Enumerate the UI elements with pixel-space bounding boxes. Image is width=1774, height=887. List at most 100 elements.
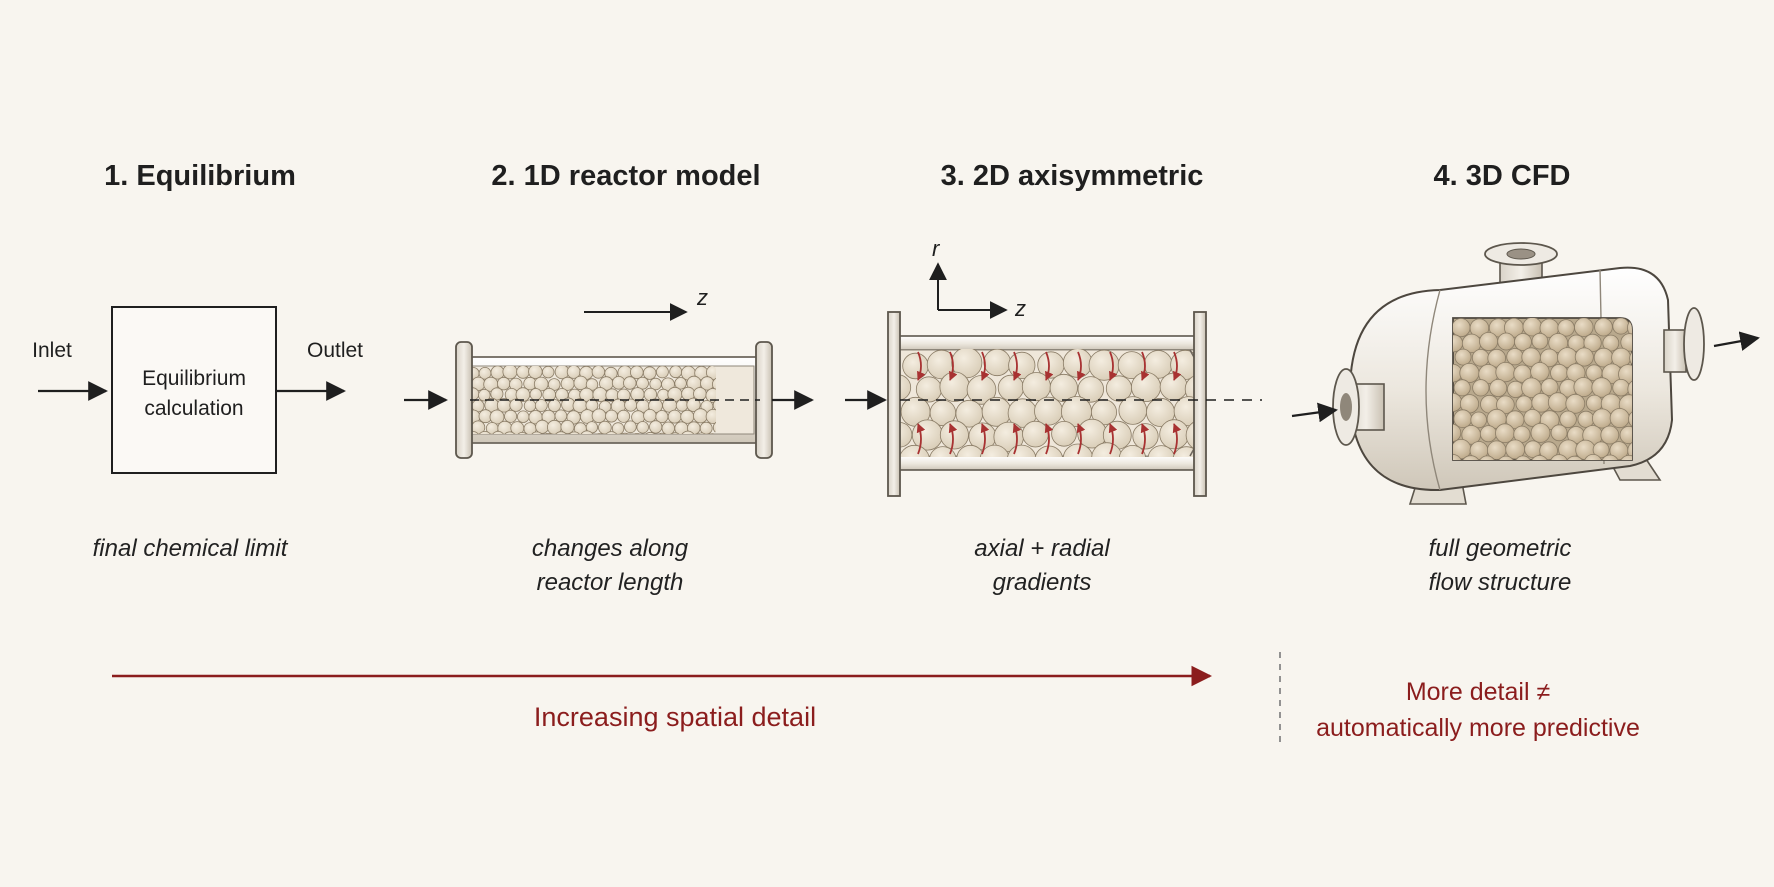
catalyst-pellet <box>643 409 657 423</box>
catalyst-pellet <box>900 444 930 457</box>
radial-flux-arrow <box>981 351 990 381</box>
catalyst-pellet <box>535 419 550 434</box>
catalyst-pellet <box>1619 425 1632 445</box>
catalyst-pellet <box>624 398 638 412</box>
radial-flux-arrow <box>1108 423 1118 455</box>
catalyst-pellet <box>705 408 716 424</box>
catalyst-pellet <box>900 422 913 448</box>
catalyst-pellet <box>956 444 985 457</box>
catalyst-pellet <box>478 389 491 402</box>
catalyst-pellet <box>1478 455 1497 460</box>
catalyst-pellet <box>1592 441 1610 459</box>
catalyst-pellet <box>490 430 506 434</box>
catalyst-pellet <box>643 366 657 380</box>
radial-flux-arrows <box>916 351 1182 455</box>
catalyst-pellet <box>1034 396 1063 426</box>
catalyst-pellet <box>1022 420 1049 448</box>
radial-flux-arrow <box>1044 423 1054 455</box>
catalyst-pellet <box>1612 379 1630 397</box>
catalyst-pellet <box>617 409 631 423</box>
catalyst-pellet <box>979 444 1010 457</box>
catalyst-pellet <box>541 432 555 434</box>
catalyst-pellet <box>1487 348 1506 368</box>
catalyst-pellet <box>712 420 716 434</box>
caveat-note-line2: automatically more predictive <box>1316 714 1640 742</box>
catalyst-pellet <box>542 366 555 379</box>
catalyst-pellet <box>1497 455 1515 460</box>
reactor-3d-vessel <box>1291 242 1760 505</box>
catalyst-pellet <box>618 432 632 434</box>
right-nozzle-flange <box>1683 307 1705 381</box>
catalyst-pellet <box>680 430 696 434</box>
catalyst-pellet <box>1479 331 1499 351</box>
catalyst-pellet <box>686 397 701 412</box>
catalyst-pellet <box>1531 332 1549 350</box>
reactor-2d: r z <box>845 236 1262 497</box>
catalyst-pellet <box>1077 376 1105 403</box>
catalyst-pellet <box>1574 347 1594 367</box>
catalyst-pellet <box>1559 410 1577 429</box>
catalyst-pellet <box>502 366 518 380</box>
inlet-arrow-3d <box>1291 402 1338 423</box>
radial-flux-arrow <box>1172 423 1182 455</box>
catalyst-pellet <box>623 376 637 390</box>
catalyst-pellet <box>629 366 644 380</box>
catalyst-pellet <box>1540 378 1559 397</box>
catalyst-pellet <box>1592 408 1613 429</box>
catalyst-pellet <box>1600 454 1620 460</box>
wall-top-2d <box>897 335 1197 351</box>
equilibrium-stage: Inlet Equilibrium calculation Outlet <box>32 306 363 474</box>
equilibrium-box <box>111 306 277 474</box>
catalyst-pellet <box>579 430 595 434</box>
catalyst-pellet <box>711 377 716 392</box>
catalyst-pellet <box>1514 455 1532 460</box>
stage-title-1d: 2. 1D reactor model <box>491 160 760 192</box>
catalyst-pellet <box>553 431 569 434</box>
catalyst-pellet <box>1496 395 1515 415</box>
radial-flux-arrow <box>949 351 958 381</box>
catalyst-pellet <box>656 432 669 434</box>
caption-3d-line2: flow structure <box>1429 569 1572 596</box>
catalyst-pellet <box>490 387 504 401</box>
catalyst-pellet <box>695 432 708 434</box>
catalyst-pellet <box>477 431 493 434</box>
catalyst-pellet <box>1495 361 1516 383</box>
radial-flux-arrow <box>1140 423 1150 455</box>
catalyst-pellet <box>699 421 713 434</box>
catalyst-pellet <box>1118 445 1147 457</box>
catalyst-pellet <box>611 422 625 434</box>
flange-left-2d <box>887 311 901 497</box>
radial-flux-arrow <box>980 423 990 455</box>
catalyst-pellet <box>560 419 575 434</box>
catalyst-pellet <box>466 431 480 434</box>
catalyst-pellet <box>1495 423 1515 444</box>
catalyst-pellet <box>1091 442 1123 457</box>
catalyst-pellet <box>528 366 543 379</box>
catalyst-pellet <box>983 349 1011 377</box>
catalyst-pellet <box>1471 348 1490 367</box>
catalyst-pellet <box>939 371 970 403</box>
catalyst-pellet <box>1470 411 1487 429</box>
catalyst-pellet <box>567 431 582 434</box>
catalyst-pellet <box>1627 440 1632 460</box>
catalyst-pellet <box>1548 333 1569 353</box>
catalyst-pellet <box>534 399 548 412</box>
catalyst-pellet <box>1539 441 1558 460</box>
radial-flux-arrow <box>1013 351 1022 381</box>
catalyst-pellet <box>636 376 649 390</box>
catalyst-pellet <box>1573 377 1594 398</box>
spatial-detail-label: Increasing spatial detail <box>534 702 816 732</box>
catalyst-pellet <box>1062 443 1094 457</box>
catalyst-pellet <box>1460 455 1481 460</box>
radial-flux-arrow <box>948 423 958 455</box>
catalyst-pellet <box>1147 445 1175 457</box>
catalyst-pellet <box>1594 318 1613 337</box>
catalyst-pellet <box>1583 333 1602 352</box>
flange-left-1d <box>455 341 473 459</box>
caption-equilibrium: final chemical limit <box>93 535 289 562</box>
catalyst-pellet <box>624 420 637 434</box>
catalyst-pellet <box>1549 454 1569 460</box>
catalyst-pellet <box>668 432 682 434</box>
catalyst-pellet <box>1574 318 1594 337</box>
wall-bottom-2d <box>897 455 1197 471</box>
